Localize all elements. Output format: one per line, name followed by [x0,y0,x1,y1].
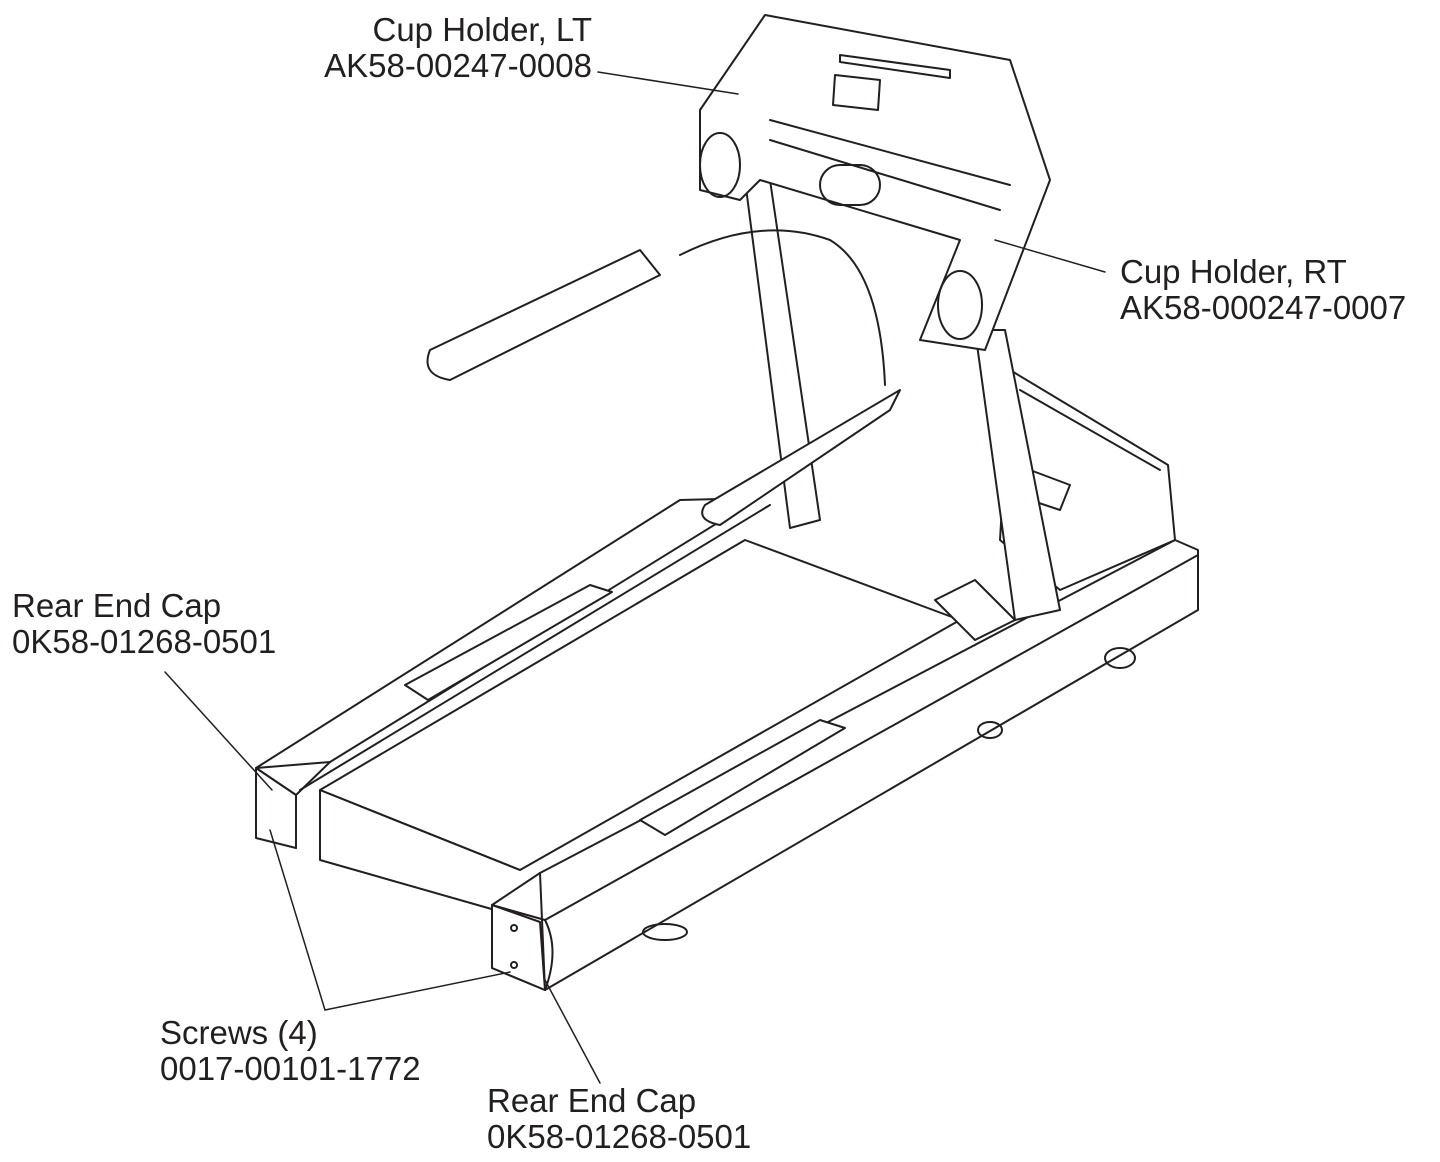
console [699,14,1051,351]
screws-part-number: 0017-00101-1772 [160,1050,421,1087]
leader-rear-end-cap-left [164,671,273,791]
feet-and-wheels [642,647,1136,941]
screws-name: Screws (4) [160,1014,318,1051]
cup-holder-rt-name: Cup Holder, RT [1120,253,1347,290]
cup-holder-lt-name: Cup Holder, LT [372,11,593,48]
leader-screws-b [324,971,511,1011]
leader-cup-holder-lt [597,71,739,95]
callout-cup-holder-lt: Cup Holder, LT AK58-00247-0008 [324,12,592,84]
rear-end-cap-left-part-number: 0K58-01268-0501 [12,623,277,660]
cup-holder-rt-part-number: AK58-000247-0007 [1120,289,1407,326]
leader-rear-end-cap-right [544,979,601,1084]
rear-end-cap-left-name: Rear End Cap [12,587,222,624]
rear-end-cap-right [491,904,546,991]
right-upright [934,329,1061,641]
left-foot-pad [404,584,613,701]
rear-end-cap-right-part-number: 0K58-01268-0501 [487,1118,752,1155]
rear-end-cap-left [255,767,297,849]
rear-end-cap-right-name: Rear End Cap [487,1082,697,1119]
leader-lines [164,71,1106,1084]
cup-holder-lt-part-number: AK58-00247-0008 [324,47,592,84]
callout-rear-end-cap-left: Rear End Cap 0K58-01268-0501 [12,588,276,660]
callout-cup-holder-rt: Cup Holder, RT AK58-000247-0007 [1120,254,1406,326]
handlebars [426,229,901,526]
leader-screws-a [269,829,326,1011]
callout-screws: Screws (4) 0017-00101-1772 [160,1015,421,1087]
callout-rear-end-cap-right: Rear End Cap 0K58-01268-0501 [487,1083,751,1155]
leader-cup-holder-rt [994,239,1106,273]
right-foot-pad [639,719,846,836]
